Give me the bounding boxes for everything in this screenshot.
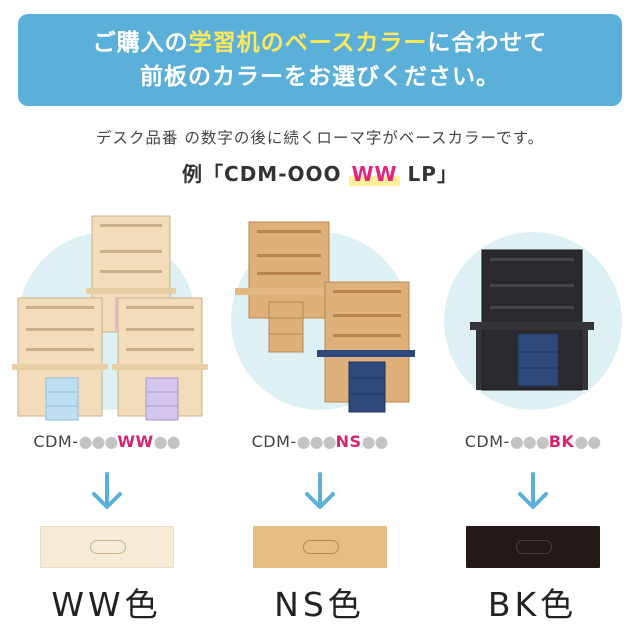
desk-illustration-ww bbox=[12, 215, 208, 421]
model-code-ns: CDM-●●●NS●● bbox=[213, 432, 426, 451]
desk-illustration-bk bbox=[470, 249, 594, 391]
banner-highlight-text: 学習机のベースカラー bbox=[188, 30, 428, 56]
color-label-bk: BK色 bbox=[487, 585, 578, 624]
model-code-color: NS bbox=[335, 432, 362, 451]
color-label-ns: NS色 bbox=[274, 585, 365, 624]
example-code-after: LP」 bbox=[399, 162, 458, 186]
model-code-suffix: ●● bbox=[361, 432, 388, 451]
model-code-dots: ●●● bbox=[296, 432, 337, 451]
color-swatch-bk bbox=[466, 526, 600, 568]
banner-text-after: に合わせて bbox=[427, 30, 548, 56]
model-code-prefix: CDM- bbox=[33, 432, 79, 451]
model-code-dots: ●●● bbox=[78, 432, 118, 451]
color-swatch-ns bbox=[253, 526, 387, 568]
header-banner: ご購入の学習机のベースカラーに合わせて 前板のカラーをお選びください。 bbox=[18, 14, 622, 106]
model-code-suffix: ●● bbox=[153, 432, 181, 451]
instruction-text: デスク品番 の数字の後に続くローマ字がベースカラーです。 bbox=[95, 129, 545, 147]
color-option-ns: CDM-●●●NS●● NS色 bbox=[213, 210, 426, 640]
color-swatch-ww bbox=[40, 526, 174, 568]
model-code-color: BK bbox=[548, 432, 575, 451]
banner-line-2: 前板のカラーをお選びください。 bbox=[140, 64, 500, 90]
drawer-handle bbox=[90, 540, 126, 554]
arrow-down-icon bbox=[92, 472, 122, 509]
model-code-bk: CDM-●●●BK●● bbox=[426, 432, 639, 451]
drawer-handle bbox=[303, 540, 339, 554]
arrow-down-icon bbox=[305, 472, 335, 509]
color-label-ww: WW色 bbox=[51, 585, 162, 624]
example-code: 例「CDM-OOO WW LP」 bbox=[0, 158, 640, 187]
model-code-dots: ●●● bbox=[509, 432, 550, 451]
color-option-ww: CDM-●●●WW●● WW色 bbox=[0, 210, 213, 640]
model-code-color: WW bbox=[117, 432, 154, 451]
banner-text-before: ご購入の bbox=[92, 30, 189, 56]
arrow-down-icon bbox=[518, 472, 548, 509]
example-code-highlight: WW bbox=[349, 162, 400, 186]
desk-illustration-ns bbox=[235, 221, 415, 413]
color-option-bk: CDM-●●●BK●● BK色 bbox=[426, 210, 639, 640]
example-code-before: 例「CDM-OOO bbox=[182, 162, 350, 186]
drawer-handle bbox=[516, 540, 552, 554]
model-code-suffix: ●● bbox=[574, 432, 601, 451]
model-code-prefix: CDM- bbox=[464, 432, 510, 451]
model-code-ww: CDM-●●●WW●● bbox=[0, 432, 213, 451]
banner-line-1: ご購入の学習机のベースカラーに合わせて bbox=[93, 26, 548, 60]
model-code-prefix: CDM- bbox=[251, 432, 297, 451]
